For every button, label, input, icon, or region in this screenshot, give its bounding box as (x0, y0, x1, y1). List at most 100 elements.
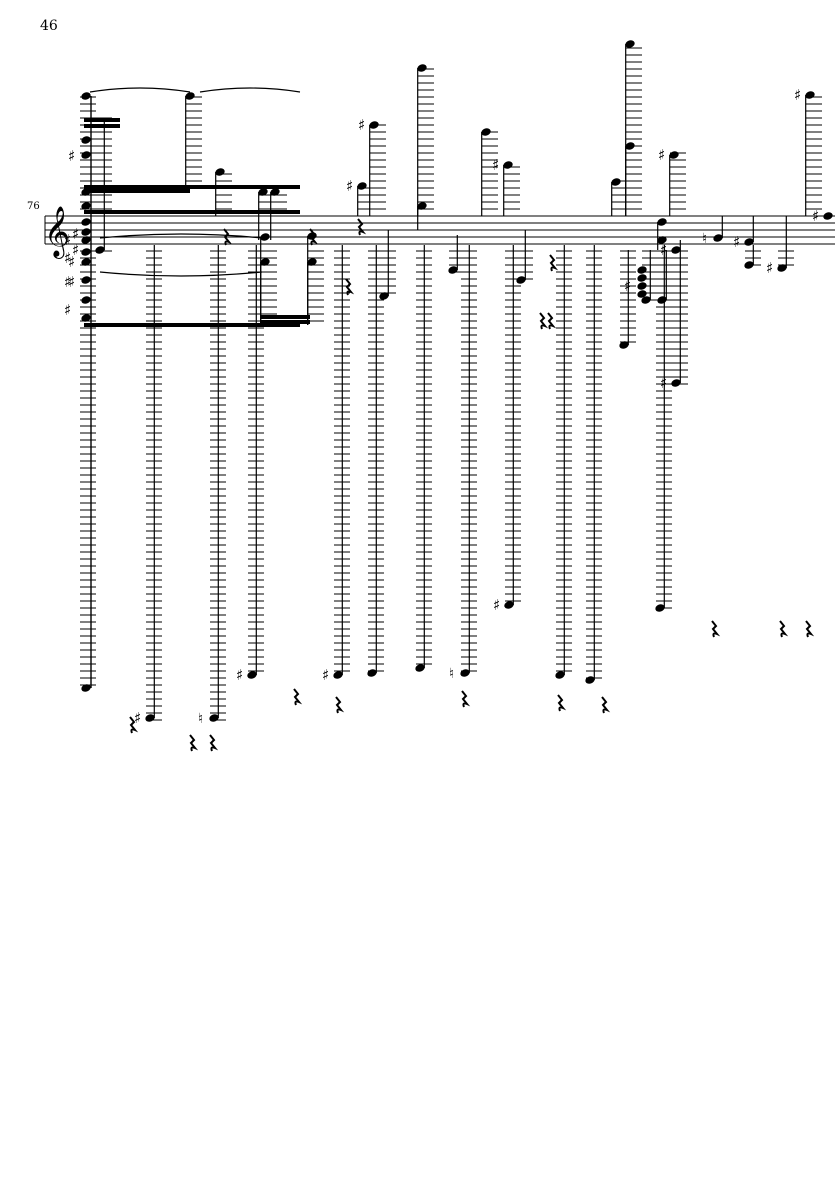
note-head (516, 276, 526, 284)
note-head (481, 128, 491, 136)
note-head (417, 64, 427, 72)
note-head (145, 714, 155, 722)
quarter-rest-icon (539, 312, 549, 330)
quarter-rest-icon (779, 620, 789, 638)
treble-clef-icon: 𝄞 (44, 206, 70, 259)
sharp-icon: ♯ (64, 301, 71, 319)
natural-icon: ♮ (449, 666, 454, 682)
note-head (805, 91, 815, 99)
sharp-icon: ♯ (358, 116, 365, 134)
quarter-rest-icon (805, 620, 815, 638)
sharp-icon: ♯ (794, 86, 801, 104)
note-head (448, 266, 458, 274)
note-head (637, 266, 647, 274)
quarter-rest-icon (335, 696, 345, 714)
note-head (460, 669, 470, 677)
note-head (81, 228, 91, 236)
note-head (215, 168, 225, 176)
note-head (81, 314, 91, 322)
sharp-icon: ♯ (68, 273, 75, 291)
note-head (81, 92, 91, 100)
note-head (744, 238, 754, 246)
sharp-icon: ♯ (658, 146, 665, 164)
quarter-rest-icon (547, 312, 557, 330)
sharp-icon: ♯ (812, 207, 819, 225)
sharp-icon: ♯ (236, 666, 243, 684)
sharp-icon: ♯ (493, 596, 500, 614)
note-head (81, 136, 91, 144)
sharp-icon: ♯ (64, 273, 71, 291)
beam (84, 210, 300, 214)
measure-number: 76 (27, 201, 40, 212)
quarter-rest-icon (601, 696, 611, 714)
sharp-icon: ♯ (322, 666, 329, 684)
note-head (307, 258, 317, 266)
quarter-rest-icon (293, 688, 303, 706)
quarter-rest-icon (345, 278, 355, 296)
note-head (81, 276, 91, 284)
quarter-rest-icon (129, 716, 139, 734)
quarter-rest-icon (461, 690, 471, 708)
note-head (637, 274, 647, 282)
note-head (744, 261, 754, 269)
note-head (641, 296, 651, 304)
sharp-icon: ♯ (72, 241, 79, 259)
note-head (713, 234, 723, 242)
note-head (81, 236, 91, 244)
beam (84, 124, 120, 128)
sharp-icon: ♯ (72, 225, 79, 243)
note-head (369, 121, 379, 129)
note-head (823, 212, 833, 220)
note-head (504, 601, 514, 609)
sharp-icon: ♯ (64, 231, 71, 249)
note-head (247, 671, 257, 679)
note-head (258, 188, 268, 196)
note-head (333, 671, 343, 679)
note-head (95, 246, 105, 254)
note-head (367, 669, 377, 677)
tie (199, 87, 301, 93)
quarter-rest-icon (209, 734, 219, 752)
natural-icon: ♮ (198, 711, 203, 727)
note-head (625, 40, 635, 48)
note-head (379, 292, 389, 300)
tie (89, 87, 191, 93)
note-head (417, 202, 427, 210)
quarter-rest-icon (309, 228, 319, 246)
quarter-rest-icon (357, 218, 367, 236)
natural-icon: ♮ (702, 231, 707, 247)
note-head (81, 258, 91, 266)
note-head (637, 290, 647, 298)
note-head (655, 604, 665, 612)
sharp-icon: ♯ (624, 277, 631, 295)
note-head (260, 233, 270, 241)
notes: ♯♯♯♯♯♯♯♯♯♯♮♯♯♯♯♮♯♯♯♯♯♯♮♯♯♯♯ (64, 40, 833, 752)
sharp-icon: ♯ (68, 253, 75, 271)
sharp-icon: ♯ (68, 147, 75, 165)
note-head (671, 379, 681, 387)
sharp-icon: ♯ (346, 177, 353, 195)
beam (260, 315, 310, 319)
beam (84, 185, 300, 189)
quarter-rest-icon (711, 620, 721, 638)
note-head (619, 341, 629, 349)
quarter-rest-icon (189, 734, 199, 752)
sharp-icon: ♯ (660, 241, 667, 259)
sharp-icon: ♯ (64, 249, 71, 267)
quarter-rest-icon (549, 254, 559, 272)
sharp-icon: ♯ (733, 233, 740, 251)
beam (84, 323, 300, 327)
note-head (81, 684, 91, 692)
note-head (209, 714, 219, 722)
note-head (611, 178, 621, 186)
note-head (671, 246, 681, 254)
beam (84, 189, 190, 193)
note-head (657, 296, 667, 304)
note-head (415, 664, 425, 672)
note-head (81, 248, 91, 256)
note-head (503, 161, 513, 169)
tie (99, 271, 263, 277)
note-head (185, 92, 195, 100)
page-number: 46 (40, 18, 58, 34)
note-head (81, 218, 91, 226)
